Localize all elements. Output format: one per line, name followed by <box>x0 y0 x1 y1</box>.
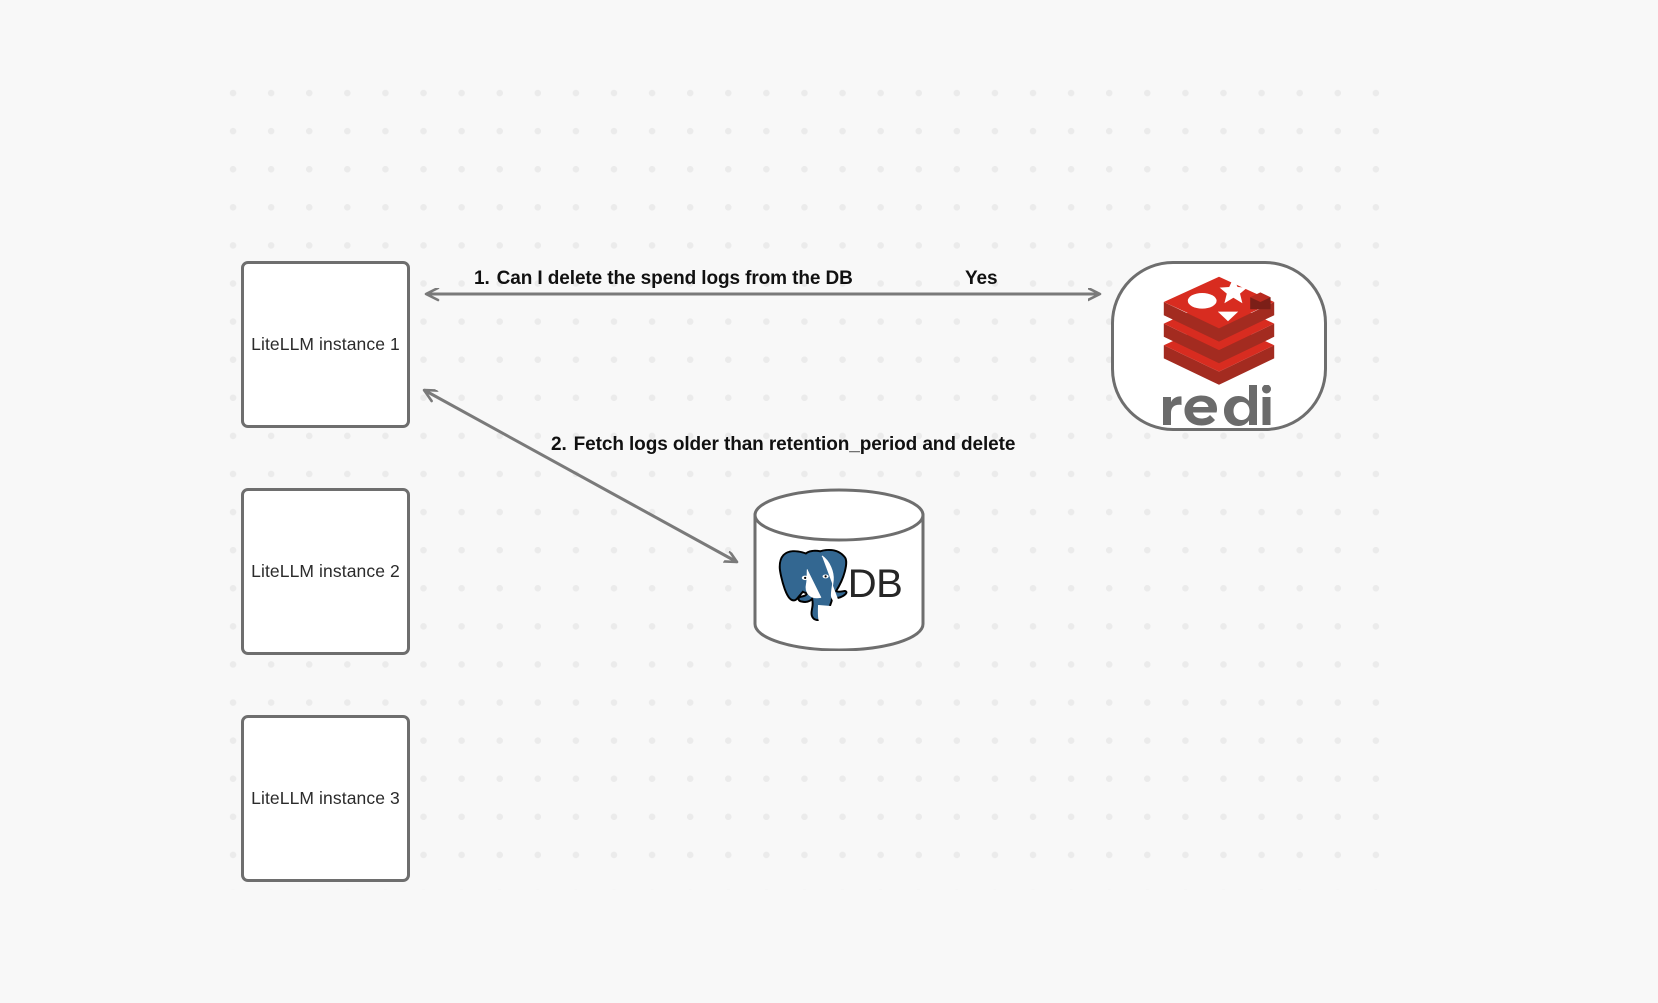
redis-stack-logo-icon <box>1163 276 1275 385</box>
node-database-postgres[interactable]: DB <box>752 488 926 651</box>
node-litellm-instance-1-label: LiteLLM instance 1 <box>251 334 400 354</box>
edge-label-step-2-number: 2. <box>551 434 567 455</box>
node-litellm-instance-3-label: LiteLLM instance 3 <box>251 788 400 808</box>
redis-wordmark <box>1163 384 1271 426</box>
postgresql-elephant-icon <box>778 548 848 621</box>
node-litellm-instance-1[interactable]: LiteLLM instance 1 <box>241 261 410 428</box>
node-redis[interactable] <box>1111 261 1327 431</box>
edge-label-step-1: 1. Can I delete the spend logs from the D… <box>474 268 853 290</box>
edge-litellm1-to-db <box>424 388 737 564</box>
node-litellm-instance-2-label: LiteLLM instance 2 <box>251 561 400 581</box>
edge-label-reply-yes: Yes <box>965 268 998 289</box>
node-litellm-instance-3[interactable]: LiteLLM instance 3 <box>241 715 410 882</box>
edge-label-step-2: 2. Fetch logs older than retention_period… <box>551 434 1015 456</box>
edge-label-step-1-text: Can I delete the spend logs from the DB <box>496 268 853 289</box>
node-database-label: DB <box>847 562 903 606</box>
edge-label-step-1-number: 1. <box>474 268 490 289</box>
node-litellm-instance-2[interactable]: LiteLLM instance 2 <box>241 488 410 655</box>
edge-label-step-2-text: Fetch logs older than retention_period a… <box>573 434 1016 455</box>
